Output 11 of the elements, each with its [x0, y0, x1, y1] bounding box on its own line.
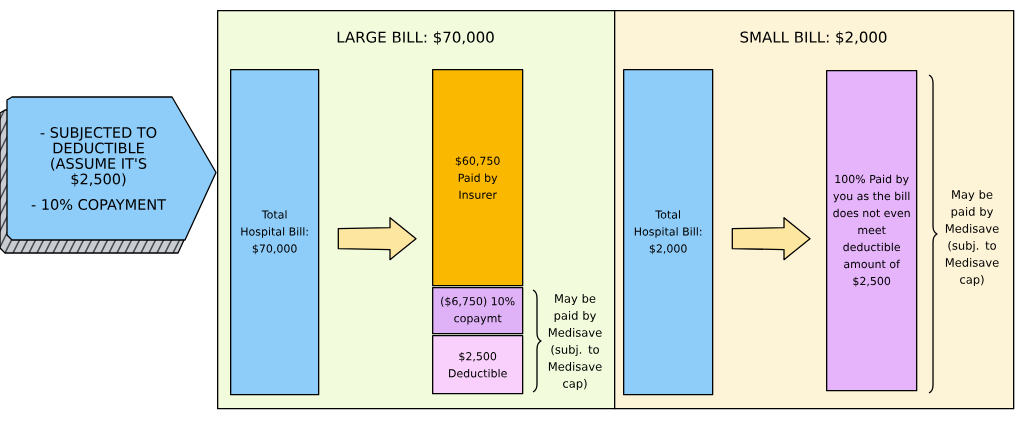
callout-arrow-box: - SUBJECTED TO DEDUCTIBLE (ASSUME IT'S $2,500) - 10% COPAYMENT: [0, 96, 217, 254]
side-note: May be paid by Medisave (subj. to Medisave cap): [548, 293, 602, 391]
bar: $60,750 Paid by Insurer: [432, 69, 524, 287]
bar: $2,500 Deductible: [432, 335, 524, 395]
bar: 100% Paid by you as the bill does not even meet deductible amount of $2,500: [826, 70, 918, 392]
bar: Total Hospital Bill: $70,000: [230, 69, 320, 396]
block-arrow: [731, 217, 811, 261]
side-note: May be paid by Medisave (subj. to Medisave cap): [945, 189, 999, 287]
bar: Total Hospital Bill: $2,000: [623, 69, 714, 396]
block-arrow: [337, 217, 417, 261]
bar: ($6,750) 10% copaymt: [432, 287, 524, 335]
